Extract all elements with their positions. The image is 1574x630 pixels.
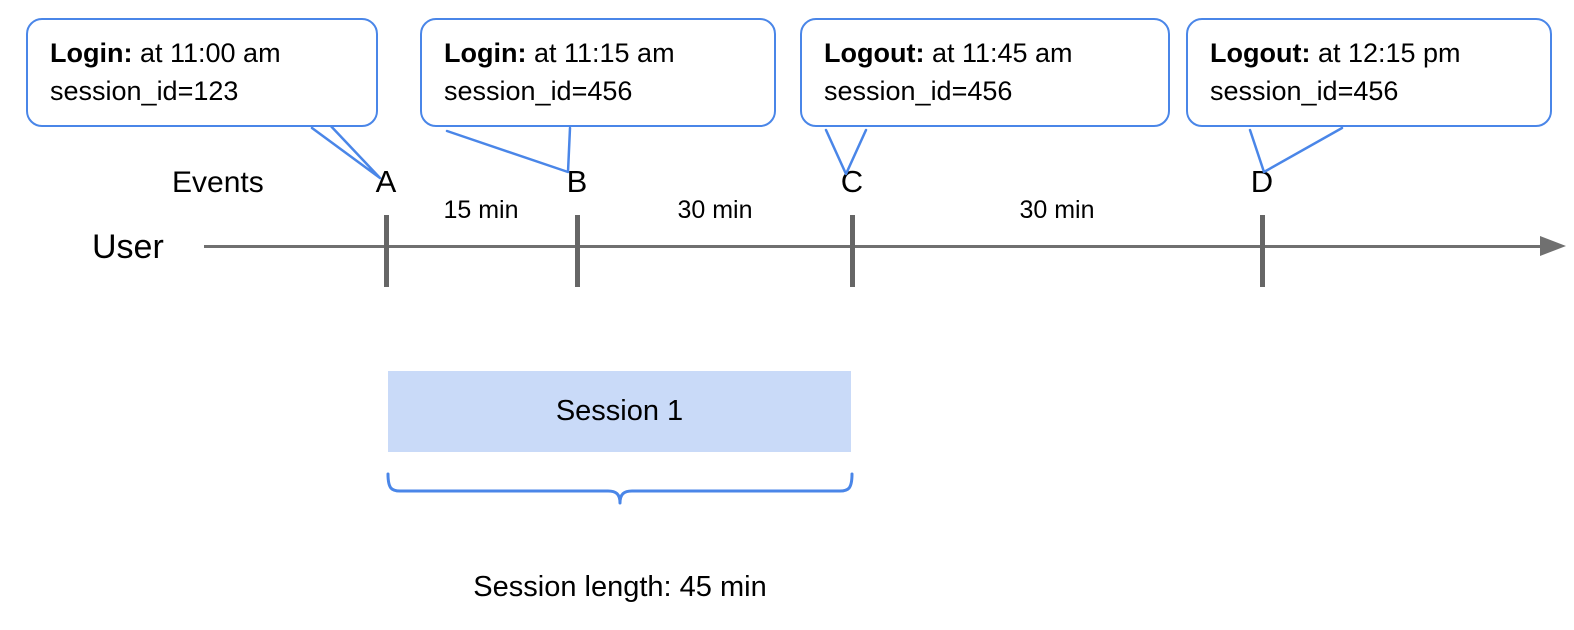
marker-label-b: B: [566, 164, 588, 199]
callout-event-a: Login: at 11:00 am session_id=123: [26, 18, 378, 127]
interval-label-ab: 15 min: [443, 196, 519, 224]
callout-a-session: session_id=123: [50, 76, 239, 107]
marker-label-a: A: [375, 164, 397, 199]
marker-label-c: C: [840, 164, 864, 199]
callout-event-d: Logout: at 12:15 pm session_id=456: [1186, 18, 1552, 127]
tick-mark-d: [1260, 215, 1265, 287]
callout-c-time: at 11:45 am: [924, 38, 1073, 68]
session-brace: [386, 472, 854, 505]
callout-b-time: at 11:15 am: [526, 38, 675, 68]
timeline-axis: [204, 245, 1544, 248]
callout-d-lead: Logout:: [1210, 38, 1311, 68]
marker-label-d: D: [1250, 164, 1274, 199]
tick-mark-a: [384, 215, 389, 287]
callout-c-session: session_id=456: [824, 76, 1013, 107]
callout-tail-b: [445, 126, 572, 174]
callout-c-lead: Logout:: [824, 38, 925, 68]
interval-label-cd: 30 min: [1019, 196, 1095, 224]
callout-d-time: at 12:15 pm: [1310, 38, 1461, 68]
callout-d-session: session_id=456: [1210, 76, 1399, 107]
session-bar-label: Session 1: [555, 395, 684, 427]
interval-label-bc: 30 min: [677, 196, 753, 224]
tick-mark-c: [850, 215, 855, 287]
events-row-label: Events: [172, 166, 264, 199]
tick-mark-b: [575, 215, 580, 287]
callout-b-lead: Login:: [444, 38, 527, 68]
callout-event-c: Logout: at 11:45 am session_id=456: [800, 18, 1170, 127]
user-row-label: User: [92, 228, 164, 266]
callout-b-session: session_id=456: [444, 76, 633, 107]
callout-a-lead: Login:: [50, 38, 133, 68]
callout-event-b: Login: at 11:15 am session_id=456: [420, 18, 776, 127]
session-bar-1: Session 1: [388, 371, 851, 452]
session-length-caption: Session length: 45 min: [473, 571, 767, 603]
callout-a-time: at 11:00 am: [132, 38, 281, 68]
